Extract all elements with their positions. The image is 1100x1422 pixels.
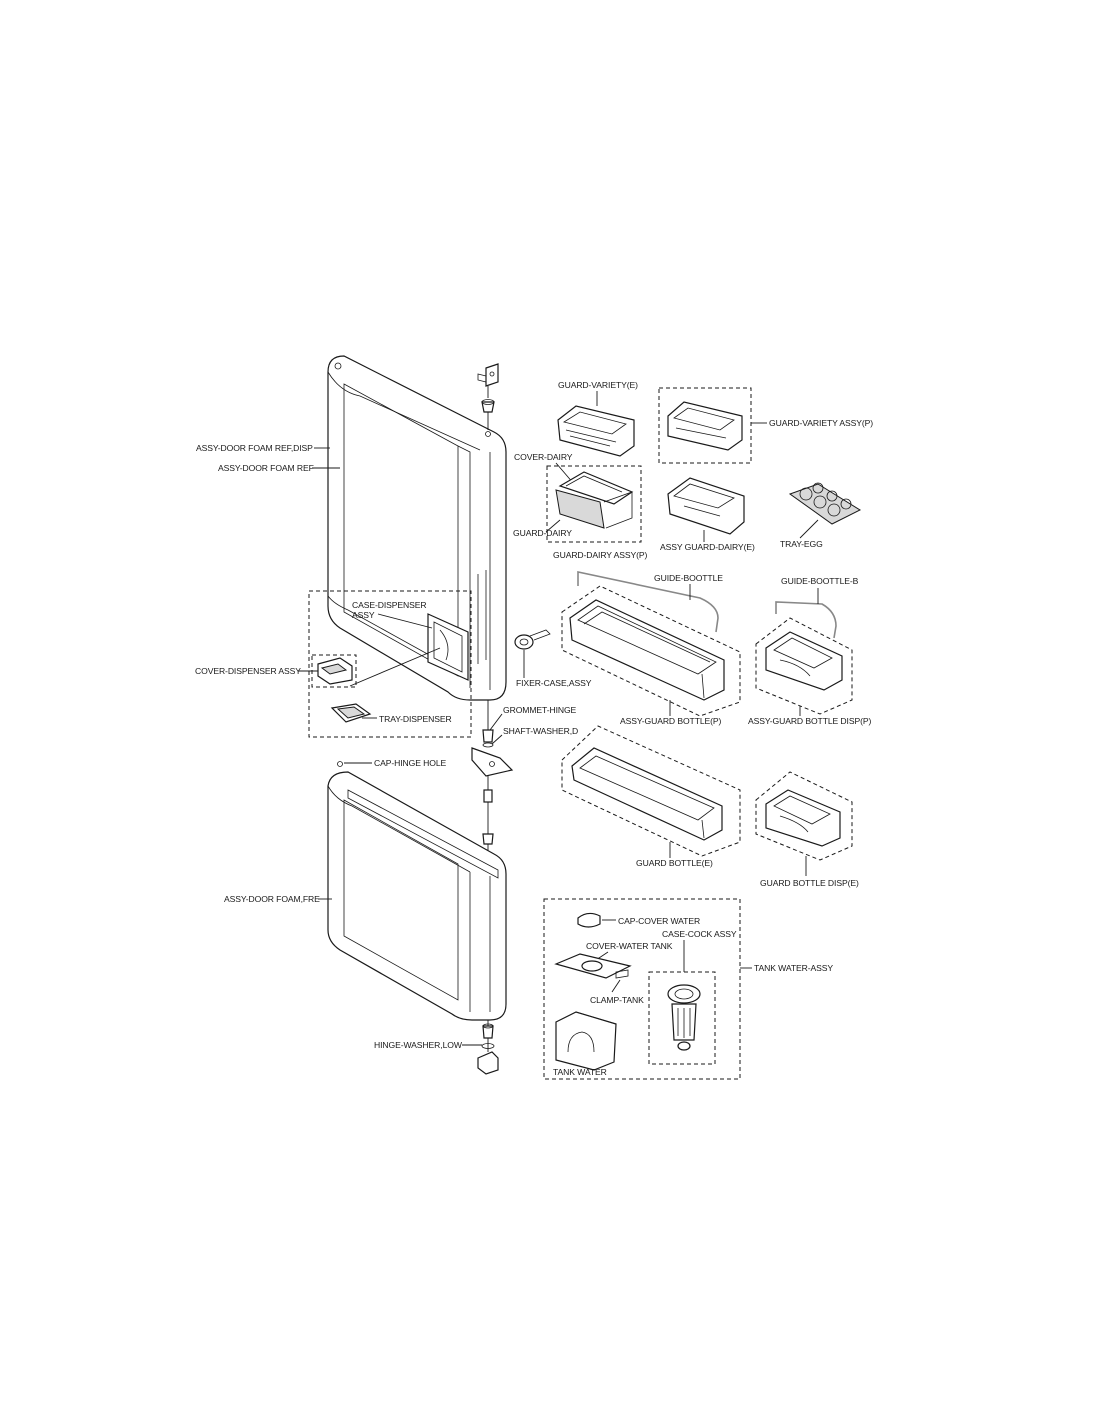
case-cock-part: [667, 984, 701, 1051]
label-assy-door-foam-ref-disp: ASSY-DOOR FOAM REF,DISP: [196, 443, 313, 453]
top-hinge: [477, 363, 499, 437]
label-assy-door-foam-fre: ASSY-DOOR FOAM,FRE: [224, 894, 320, 904]
guard-bottle-disp-e-group: [755, 771, 853, 861]
label-guide-boottle: GUIDE-BOOTTLE: [654, 573, 723, 583]
cap-cover-water-part: [577, 912, 601, 928]
label-guard-dairy: GUARD-DAIRY: [513, 528, 572, 538]
guard-bottle-disp-e-part: [765, 789, 841, 847]
label-guard-dairy-assy-p: GUARD-DAIRY ASSY(P): [553, 550, 647, 560]
tray-dispenser-part: [330, 703, 372, 723]
label-assy-guard-bottle-p: ASSY-GUARD BOTTLE(P): [620, 716, 722, 726]
bottom-hinge: [477, 1020, 499, 1075]
label-shaft-washer-d: SHAFT-WASHER,D: [503, 726, 578, 736]
label-cap-hinge-hole: CAP-HINGE HOLE: [374, 758, 447, 768]
label-assy-guard-dairy-e: ASSY GUARD-DAIRY(E): [660, 542, 755, 552]
fre-door-lower: [327, 771, 507, 1021]
label-guard-bottle-e: GUARD BOTTLE(E): [636, 858, 713, 868]
assy-guard-dairy-e-part: [667, 477, 745, 535]
assy-guard-bottle-disp-p-group: [755, 617, 853, 715]
label-grommet-hinge: GROMMET-HINGE: [503, 705, 577, 715]
label-clamp-tank: CLAMP-TANK: [590, 995, 644, 1005]
label-tank-water: TANK WATER: [553, 1067, 607, 1077]
label-assy-door-foam-ref: ASSY-DOOR FOAM REF: [218, 463, 314, 473]
dispenser-assy-group: [308, 590, 472, 738]
middle-hinge: [471, 700, 514, 869]
label-case-dispenser-1: CASE-DISPENSER: [352, 600, 427, 610]
guard-dairy-part: [555, 471, 634, 529]
label-cap-cover-water: CAP-COVER WATER: [618, 916, 700, 926]
label-guard-bottle-disp-e: GUARD BOTTLE DISP(E): [760, 878, 859, 888]
label-cover-water-tank: COVER-WATER TANK: [586, 941, 673, 951]
guard-variety-assy-group: [658, 387, 752, 464]
cover-water-tank-part: [554, 953, 632, 979]
guard-bottle-e-part: [571, 747, 723, 841]
label-tank-water-assy: TANK WATER-ASSY: [754, 963, 833, 973]
label-cover-dispenser-assy: COVER-DISPENSER ASSY: [195, 666, 301, 676]
guard-variety-p-part: [667, 401, 743, 451]
tank-water-assy-group: [543, 898, 741, 1080]
guard-dairy-assy-group: [546, 465, 642, 543]
ref-door-upper: [327, 355, 507, 701]
label-case-dispenser-2: ASSY: [352, 610, 375, 620]
label-cover-dairy: COVER-DAIRY: [514, 452, 573, 462]
label-guide-boottle-b: GUIDE-BOOTTLE-B: [781, 576, 859, 586]
case-cock-assy-group: [648, 971, 716, 1065]
assy-guard-bottle-disp-p-part: [765, 631, 843, 691]
guard-bottle-e-group: [561, 725, 741, 857]
label-tray-egg: TRAY-EGG: [780, 539, 823, 549]
cover-dispenser-part: [317, 657, 353, 685]
assy-guard-bottle-p-part: [569, 599, 725, 701]
label-case-cock-assy: CASE-COCK ASSY: [662, 929, 737, 939]
label-fixer-case-assy: FIXER-CASE,ASSY: [516, 678, 592, 688]
fixer-case-part: [514, 629, 551, 650]
label-guard-variety-e: GUARD-VARIETY(E): [558, 380, 638, 390]
label-guard-variety-assy-p: GUARD-VARIETY ASSY(P): [769, 418, 873, 428]
tray-egg-part: [788, 482, 862, 525]
label-tray-dispenser: TRAY-DISPENSER: [379, 714, 452, 724]
guard-variety-e-part: [557, 405, 635, 457]
tank-water-part: [555, 1011, 617, 1071]
label-hinge-washer-low: HINGE-WASHER,LOW: [374, 1040, 463, 1050]
label-assy-guard-bottle-disp-p: ASSY-GUARD BOTTLE DISP(P): [748, 716, 871, 726]
